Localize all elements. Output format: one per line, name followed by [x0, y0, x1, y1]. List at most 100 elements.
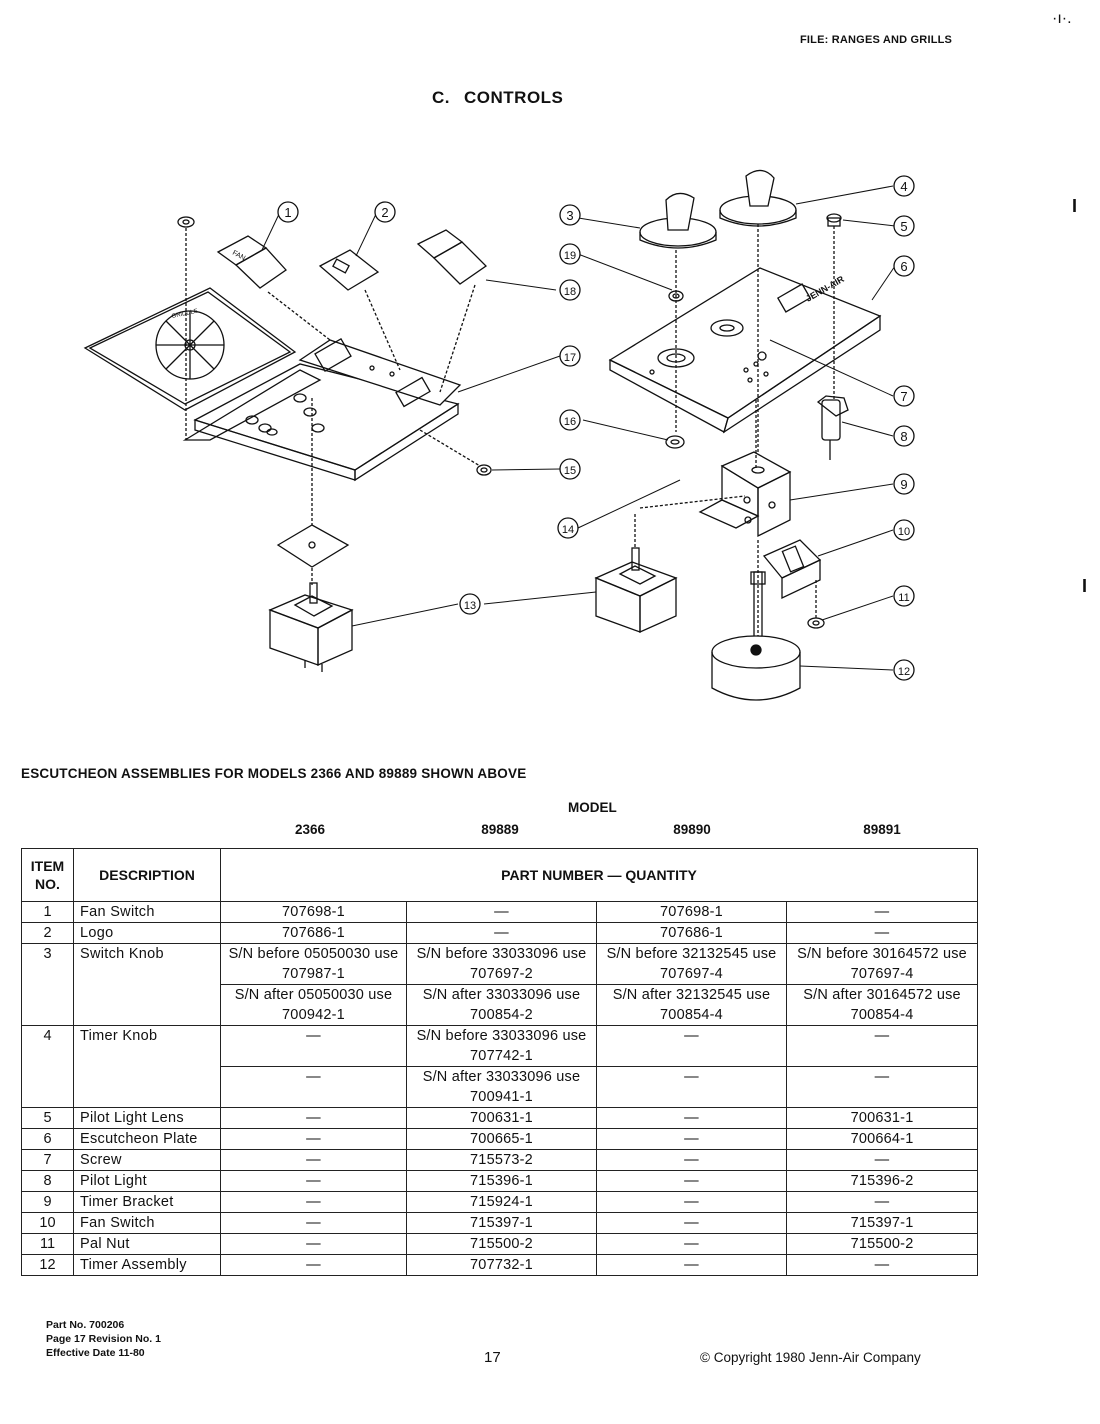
item-number-cell: 5: [21, 1107, 74, 1129]
part-number-cell: 715396-1: [406, 1170, 597, 1192]
description-cell: Fan Switch: [73, 901, 221, 923]
part-number-cell: —: [785, 1149, 979, 1171]
part-number-cell: 707698-1: [220, 901, 407, 923]
timer-shaft: [750, 571, 766, 647]
part-number-cell: —: [220, 1066, 407, 1108]
timer-knob: [719, 169, 797, 227]
description-cell: [73, 1066, 221, 1108]
callout-14: 14: [557, 517, 579, 539]
part-number-cell: —: [785, 1025, 979, 1067]
part-number-cell: —: [220, 1149, 407, 1171]
part-number-cell: —: [596, 1107, 787, 1129]
svg-text:9: 9: [900, 477, 907, 492]
page-title: C.CONTROLS: [432, 88, 563, 108]
part-number-cell: —: [220, 1212, 407, 1234]
callout-18: 18: [559, 279, 581, 301]
col-part-header: PART NUMBER — QUANTITY: [219, 848, 979, 902]
logo-left: [318, 249, 380, 291]
part-number-cell: 715500-2: [406, 1233, 597, 1255]
svg-text:3: 3: [566, 208, 573, 223]
escutcheon-plate-left: [182, 337, 462, 482]
part-number-cell: 707686-1: [220, 922, 407, 944]
part-number-cell: S/N after 33033096 use 700854-2: [406, 984, 597, 1026]
description-cell: Switch Knob: [73, 943, 221, 985]
gasket-left: [276, 524, 350, 568]
fan-switch-right: [762, 539, 822, 600]
part-number-cell: 700631-1: [785, 1107, 979, 1129]
part-number-cell: 715397-1: [406, 1212, 597, 1234]
item-number-cell: 7: [21, 1149, 74, 1171]
callout-17: 17: [559, 345, 581, 367]
part-number-cell: —: [785, 1191, 979, 1213]
griddle-label: GRIDDLE: [171, 309, 198, 320]
part-number-cell: S/N after 32132545 use 700854-4: [596, 984, 787, 1026]
callout-4: 4: [893, 175, 915, 197]
part-number-cell: —: [785, 1066, 979, 1108]
part-number-cell: —: [406, 922, 597, 944]
item-number-cell: 2: [21, 922, 74, 944]
griddle-plate: GRIDDLE: [83, 287, 297, 411]
part-number-cell: —: [596, 1170, 787, 1192]
part-number-cell: —: [785, 1254, 979, 1276]
description-cell: Timer Knob: [73, 1025, 221, 1067]
svg-text:7: 7: [900, 389, 907, 404]
model-2366: 2366: [294, 822, 326, 837]
part-number-cell: 707698-1: [596, 901, 787, 923]
callout-12: 12: [893, 659, 915, 681]
description-cell: Escutcheon Plate: [73, 1128, 221, 1150]
svg-text:16: 16: [564, 416, 576, 428]
margin-mark: I: [1082, 576, 1088, 596]
callout-7: 7: [893, 385, 915, 407]
part-number-cell: —: [406, 901, 597, 923]
svg-text:18: 18: [564, 286, 576, 298]
description-cell: [73, 984, 221, 1026]
model-89889: 89889: [481, 822, 519, 837]
item-number-cell: [21, 984, 74, 1026]
assembly-heading: ESCUTCHEON ASSEMBLIES FOR MODELS 2366 AN…: [21, 766, 527, 781]
callout-3: 3: [559, 204, 581, 226]
col-desc-header: DESCRIPTION: [73, 848, 221, 902]
part-number-cell: 700665-1: [406, 1128, 597, 1150]
item-number-cell: 10: [21, 1212, 74, 1234]
part-number-cell: S/N after 33033096 use 700941-1: [406, 1066, 597, 1108]
callout-5: 5: [893, 215, 915, 237]
svg-text:5: 5: [900, 219, 907, 234]
part-number-cell: S/N after 30164572 use 700854-4: [785, 984, 979, 1026]
model-89890: 89890: [673, 822, 711, 837]
part-number-cell: 700631-1: [406, 1107, 597, 1129]
svg-text:14: 14: [562, 524, 574, 536]
part-number-cell: S/N before 05050030 use 707987-1: [220, 943, 407, 985]
nut-16: [665, 435, 685, 449]
part-number-cell: —: [785, 901, 979, 923]
callout-11: 11: [893, 585, 915, 607]
part-number-cell: —: [596, 1212, 787, 1234]
description-cell: Pal Nut: [73, 1233, 221, 1255]
item-number-cell: 11: [21, 1233, 74, 1255]
callout-19: 19: [559, 243, 581, 265]
pal-nut: [807, 617, 825, 629]
effective-date: Effective Date 11-80: [46, 1347, 145, 1359]
svg-text:6: 6: [900, 259, 907, 274]
part-number-cell: S/N before 30164572 use 707697-4: [785, 943, 979, 985]
svg-text:15: 15: [564, 465, 576, 477]
part-number-cell: —: [596, 1254, 787, 1276]
svg-text:12: 12: [898, 666, 910, 678]
fan-switch-right-left: [416, 229, 488, 285]
part-number-cell: —: [220, 1128, 407, 1150]
part-number-cell: 715396-2: [785, 1170, 979, 1192]
part-number-cell: —: [596, 1233, 787, 1255]
part-number-cell: —: [220, 1025, 407, 1067]
item-number-cell: 9: [21, 1191, 74, 1213]
svg-text:2: 2: [381, 205, 388, 220]
svg-text:10: 10: [898, 526, 910, 538]
timer-bracket: [698, 451, 792, 538]
nut-15: [476, 464, 492, 476]
part-number-cell: 715397-1: [785, 1212, 979, 1234]
